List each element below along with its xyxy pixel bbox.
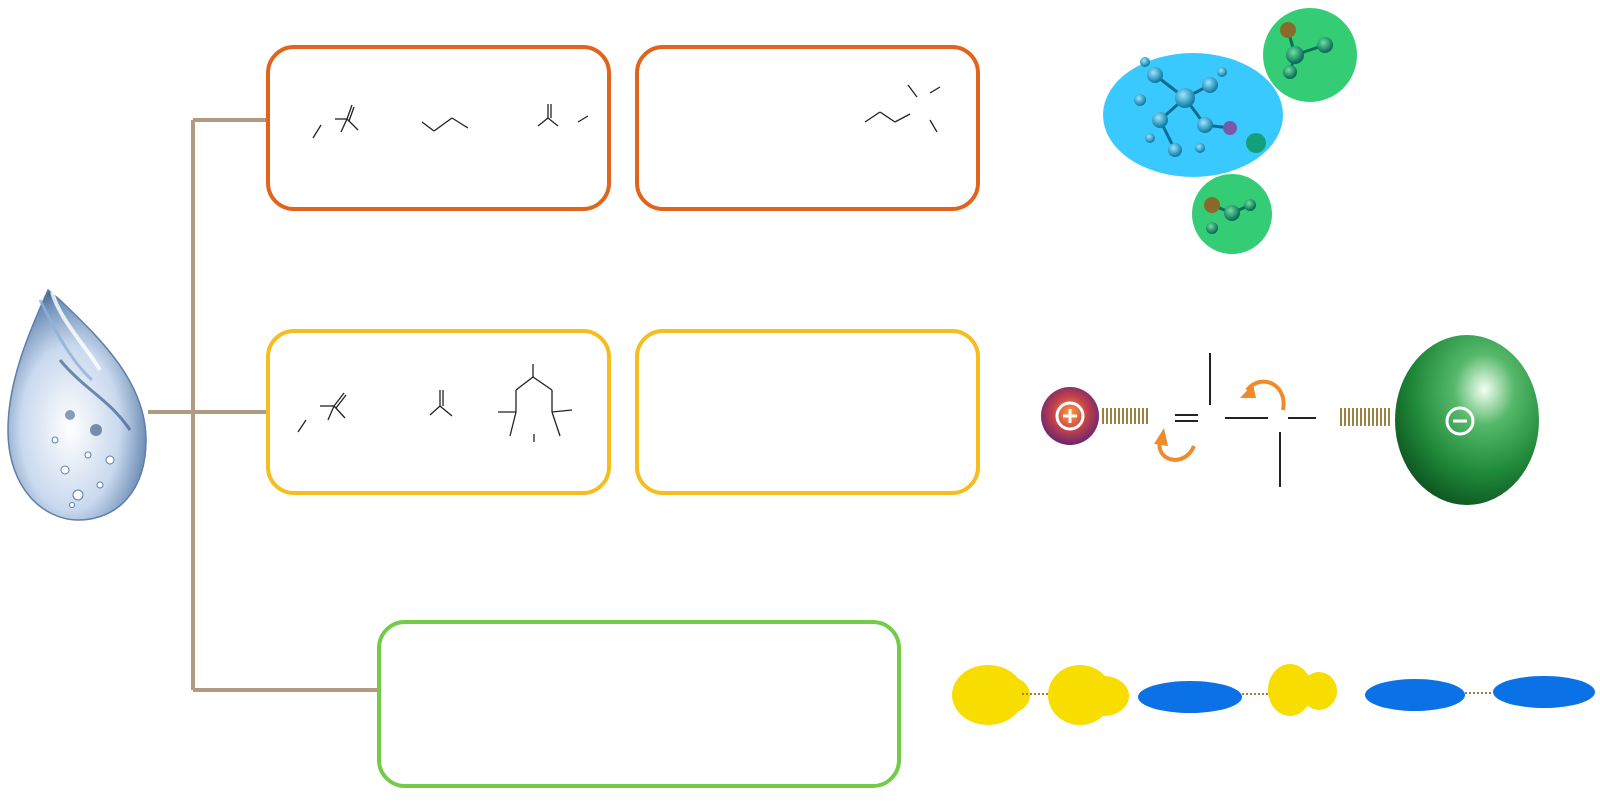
hydrophobic-pair-3 — [1268, 664, 1337, 716]
category-3-box — [377, 620, 901, 788]
category-2-box-right — [635, 329, 980, 495]
hydrophilic-ellipse-1 — [1138, 681, 1242, 713]
hydrophobic-pair-2 — [1048, 665, 1129, 725]
hydrophobic-pair-1 — [952, 665, 1030, 725]
molecular-model-icon — [1103, 8, 1357, 254]
rotation-arrow-bottom — [1154, 428, 1196, 462]
rotation-arrow-top — [1240, 379, 1286, 411]
hydrophobic-association-icon — [952, 664, 1595, 725]
structure-fragments-2 — [864, 84, 941, 133]
cation-sign — [1055, 401, 1085, 431]
connector-tree — [148, 118, 378, 692]
water-drop-icon — [7, 288, 147, 521]
cation-cluster — [1103, 53, 1283, 177]
hydrophilic-ellipse-2 — [1365, 679, 1465, 711]
category-1-box-right — [635, 45, 980, 211]
dashed-bond-left — [1102, 408, 1148, 424]
category-1-box-left — [266, 45, 611, 211]
charge-pair-icon — [1041, 335, 1539, 505]
structure-fragments-1 — [312, 104, 589, 139]
structure-fragments-3 — [297, 364, 573, 442]
zwitterion-skeleton — [1175, 353, 1316, 487]
dashed-bond-right — [1340, 408, 1390, 426]
side-cluster-top — [1263, 8, 1357, 102]
category-2-box-left — [266, 329, 611, 495]
hydrophilic-ellipse-3 — [1493, 676, 1595, 708]
anion-sign — [1445, 406, 1475, 436]
